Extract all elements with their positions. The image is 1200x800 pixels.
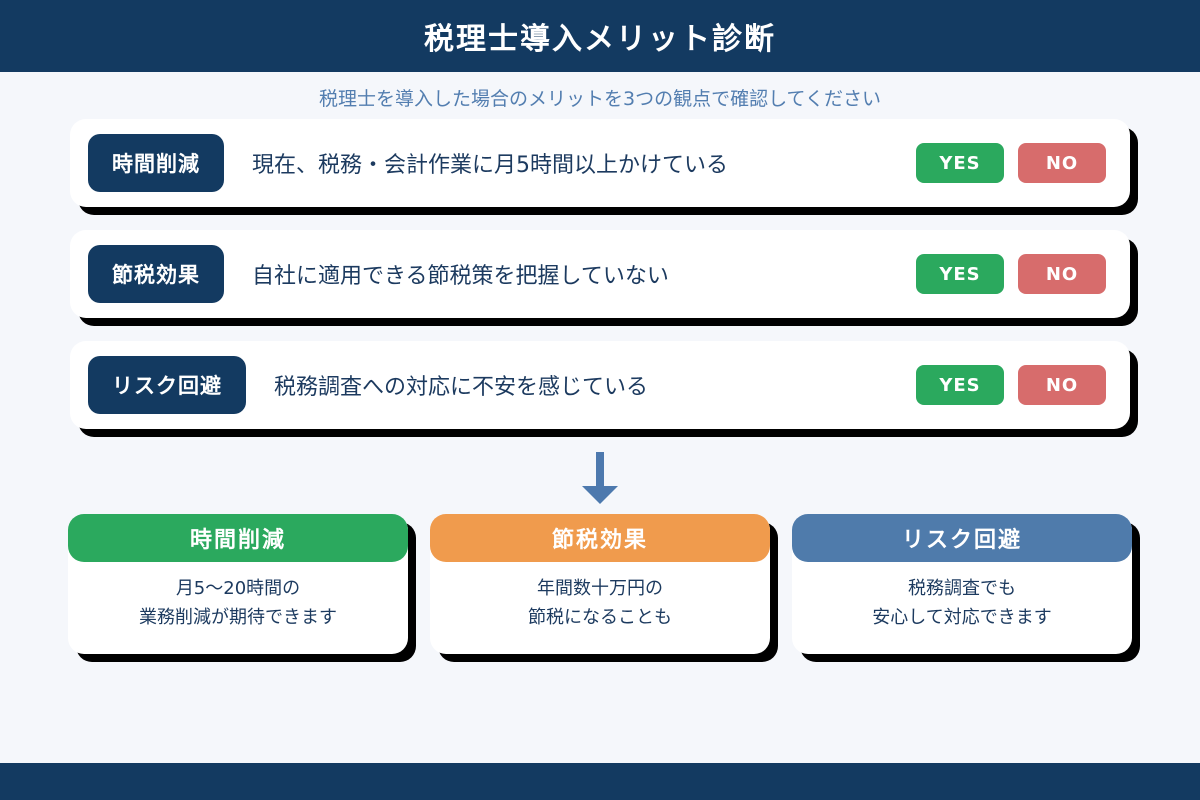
down-arrow-icon: [0, 452, 1200, 504]
yes-button-risk[interactable]: YES: [916, 365, 1004, 405]
result-body-risk: 税務調査でも 安心して対応できます: [792, 562, 1132, 654]
question-badge-risk: リスク回避: [88, 356, 246, 414]
subtitle-text: 税理士を導入した場合のメリットを3つの観点で確認してください: [319, 88, 881, 110]
result-line: 節税になることも: [528, 606, 672, 628]
no-button-risk[interactable]: NO: [1018, 365, 1106, 405]
question-badge-tax: 節税効果: [88, 245, 224, 303]
question-card-tax: 節税効果 自社に適用できる節税策を把握していない YES NO: [70, 230, 1130, 318]
no-button-tax[interactable]: NO: [1018, 254, 1106, 294]
question-text-tax: 自社に適用できる節税策を把握していない: [252, 264, 669, 289]
question-card-risk: リスク回避 税務調査への対応に不安を感じている YES NO: [70, 341, 1130, 429]
question-list: 時間削減 現在、税務・会計作業に月5時間以上かけている YES NO 節税効果 …: [70, 119, 1130, 429]
result-header-risk: リスク回避: [792, 514, 1132, 562]
question-buttons-time: YES NO: [916, 143, 1106, 183]
question-badge-time: 時間削減: [88, 134, 224, 192]
result-line: 月5〜20時間の: [175, 578, 301, 599]
result-line: 安心して対応できます: [872, 606, 1052, 628]
result-line: 業務削減が期待できます: [139, 606, 337, 628]
question-card-time: 時間削減 現在、税務・会計作業に月5時間以上かけている YES NO: [70, 119, 1130, 207]
footer-bar: [0, 763, 1200, 800]
question-text-time: 現在、税務・会計作業に月5時間以上かけている: [252, 153, 728, 178]
result-header-tax: 節税効果: [430, 514, 770, 562]
result-body-tax: 年間数十万円の 節税になることも: [430, 562, 770, 654]
page-title: 税理士導入メリット診断: [424, 22, 776, 57]
yes-button-time[interactable]: YES: [916, 143, 1004, 183]
down-arrow-head: [582, 486, 618, 504]
down-arrow-stem: [596, 452, 604, 486]
question-buttons-tax: YES NO: [916, 254, 1106, 294]
result-card-risk: リスク回避 税務調査でも 安心して対応できます: [792, 514, 1132, 654]
result-list: 時間削減 月5〜20時間の 業務削減が期待できます 節税効果 年間数十万円の 節…: [68, 514, 1132, 654]
result-line: 税務調査でも: [908, 578, 1016, 599]
question-buttons-risk: YES NO: [916, 365, 1106, 405]
result-header-time: 時間削減: [68, 514, 408, 562]
result-card-tax: 節税効果 年間数十万円の 節税になることも: [430, 514, 770, 654]
header-bar: 税理士導入メリット診断: [0, 0, 1200, 72]
result-body-time: 月5〜20時間の 業務削減が期待できます: [68, 562, 408, 654]
result-line: 年間数十万円の: [537, 578, 663, 599]
no-button-time[interactable]: NO: [1018, 143, 1106, 183]
yes-button-tax[interactable]: YES: [916, 254, 1004, 294]
question-text-risk: 税務調査への対応に不安を感じている: [274, 375, 649, 400]
result-card-time: 時間削減 月5〜20時間の 業務削減が期待できます: [68, 514, 408, 654]
